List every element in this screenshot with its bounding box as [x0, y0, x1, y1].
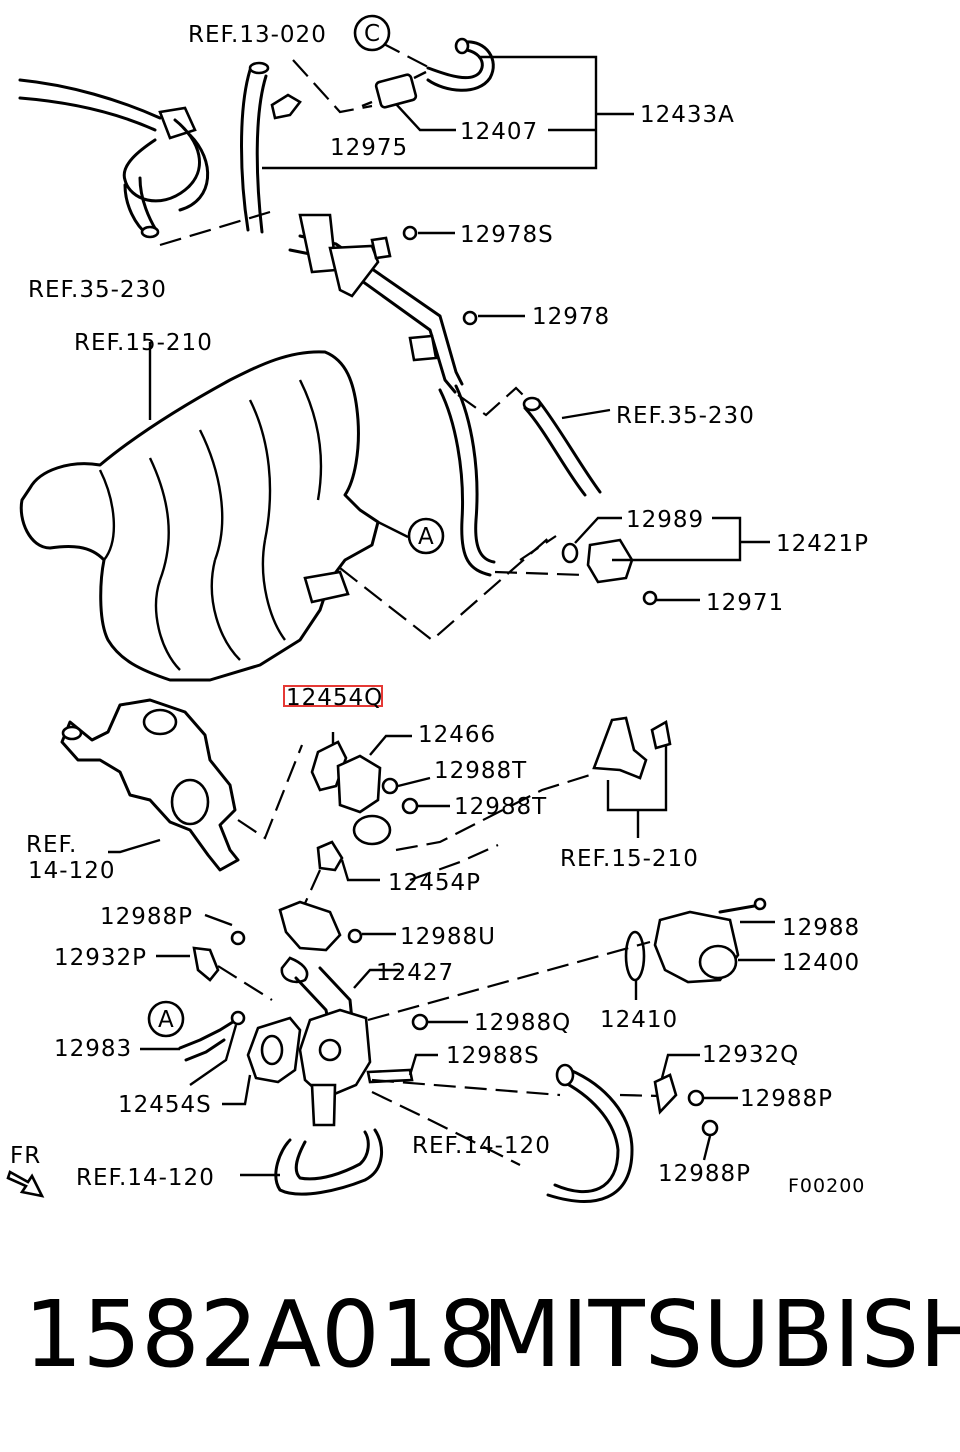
- label-12454p: 12454P: [388, 870, 481, 896]
- part-number: 1582A018: [24, 1281, 497, 1388]
- label-12975: 12975: [330, 135, 408, 161]
- label-12978s: 12978S: [460, 222, 554, 248]
- label-ref-13-020: REF.13-020: [188, 22, 327, 48]
- label-ref-35-230-right: REF.35-230: [616, 403, 755, 429]
- label-12932p: 12932P: [54, 945, 147, 971]
- footer: 1582A018 MITSUBISHI: [24, 1281, 960, 1388]
- label-12989: 12989: [626, 507, 704, 533]
- label-circle-a-bottom: A: [158, 1007, 175, 1033]
- label-12988p-right: 12988P: [740, 1086, 833, 1112]
- label-12983: 12983: [54, 1036, 132, 1062]
- label-ref-14-120-left-line2: 14-120: [28, 858, 115, 884]
- label-ref-14-120-left-line1: REF.: [26, 832, 77, 858]
- label-12988p-bottom: 12988P: [658, 1161, 751, 1187]
- circle-c-marker: [353, 14, 391, 52]
- brand-name: MITSUBISHI: [482, 1281, 960, 1388]
- label-circle-c: C: [364, 21, 381, 47]
- label-12988s: 12988S: [446, 1043, 540, 1069]
- highlight-box: [283, 685, 383, 707]
- label-12988u: 12988U: [400, 924, 496, 950]
- label-12932q: 12932Q: [702, 1042, 799, 1068]
- label-ref-35-230-left: REF.35-230: [28, 277, 167, 303]
- label-12421p: 12421P: [776, 531, 869, 557]
- callout-labels: REF.13-020 C 12433A 12407 12975 12978S R…: [10, 14, 869, 1197]
- label-12971: 12971: [706, 590, 784, 616]
- label-ref-14-120-mid: REF.14-120: [412, 1133, 551, 1159]
- label-fr: FR: [10, 1143, 41, 1169]
- label-ref-14-120-bottom: REF.14-120: [76, 1165, 215, 1191]
- label-ref-15-210-bottom: REF.15-210: [560, 846, 699, 872]
- circle-a-marker-top: [407, 517, 445, 555]
- label-12988q: 12988Q: [474, 1010, 571, 1036]
- lower-assembly: [6, 698, 775, 1203]
- label-12988t-a: 12988T: [434, 758, 527, 784]
- label-12400: 12400: [782, 950, 860, 976]
- label-12988: 12988: [782, 915, 860, 941]
- label-12988p-left: 12988P: [100, 904, 193, 930]
- label-ref-15-210-top: REF.15-210: [74, 330, 213, 356]
- label-12466: 12466: [418, 722, 496, 748]
- circle-a-marker-bottom: [147, 1000, 185, 1038]
- intake-manifold-outline: [19, 342, 553, 682]
- label-12454q: 12454Q: [286, 685, 383, 711]
- label-12410: 12410: [600, 1007, 678, 1033]
- label-12454s: 12454S: [118, 1092, 212, 1118]
- label-12978: 12978: [532, 304, 610, 330]
- label-circle-a-top: A: [418, 524, 435, 550]
- label-figure-code: F00200: [788, 1175, 865, 1197]
- label-12407: 12407: [460, 119, 538, 145]
- label-12988t-b: 12988T: [454, 794, 547, 820]
- top-assembly: [18, 37, 770, 606]
- label-12433a: 12433A: [640, 102, 735, 128]
- label-12427: 12427: [376, 960, 454, 986]
